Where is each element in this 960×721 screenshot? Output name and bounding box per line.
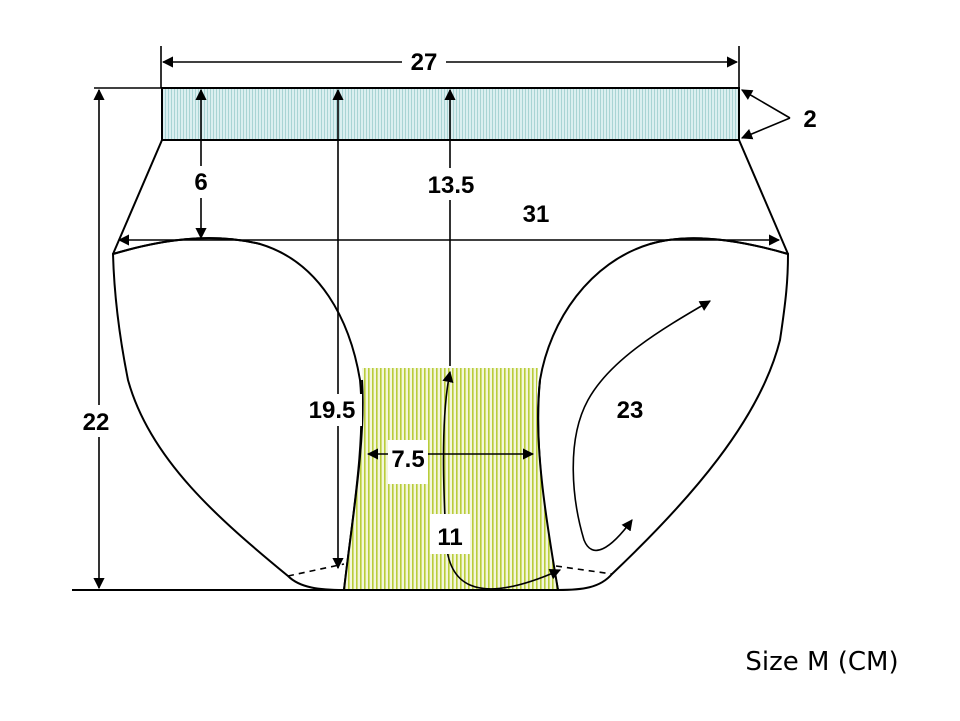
- waistband-dim-top: [741, 89, 791, 119]
- center-length-label: 19.5: [309, 397, 356, 424]
- gusset-width-label: 7.5: [391, 446, 424, 473]
- waistband-height-label: 2: [803, 106, 816, 133]
- waistband-dim-bottom: [740, 117, 791, 140]
- gusset-length-label-bg: [430, 514, 470, 554]
- hip-width-label: 31: [523, 201, 550, 228]
- leg-opening-curve: [572, 300, 711, 552]
- total-height-label: 22: [83, 409, 110, 436]
- gusset-width-label-bg: [388, 440, 428, 484]
- center-length-label-bg: [304, 394, 362, 426]
- front-height-label: 13.5: [428, 172, 475, 199]
- right-seam-dash: [555, 565, 613, 575]
- waist-width-label: 27: [411, 49, 438, 76]
- side-height-label-bg: [186, 166, 216, 198]
- total-height-label-bg: [76, 405, 120, 437]
- size-note: Size M (CM): [745, 647, 898, 677]
- side-height-label: 6: [194, 169, 207, 196]
- waist-dim-label-bg: [402, 46, 446, 76]
- front-height-label-bg: [420, 168, 482, 200]
- gusset-length-label: 11: [437, 524, 462, 551]
- gusset-panel: [344, 368, 558, 590]
- right-leg-opening: [537, 237, 790, 592]
- leg-opening-label: 23: [617, 397, 644, 424]
